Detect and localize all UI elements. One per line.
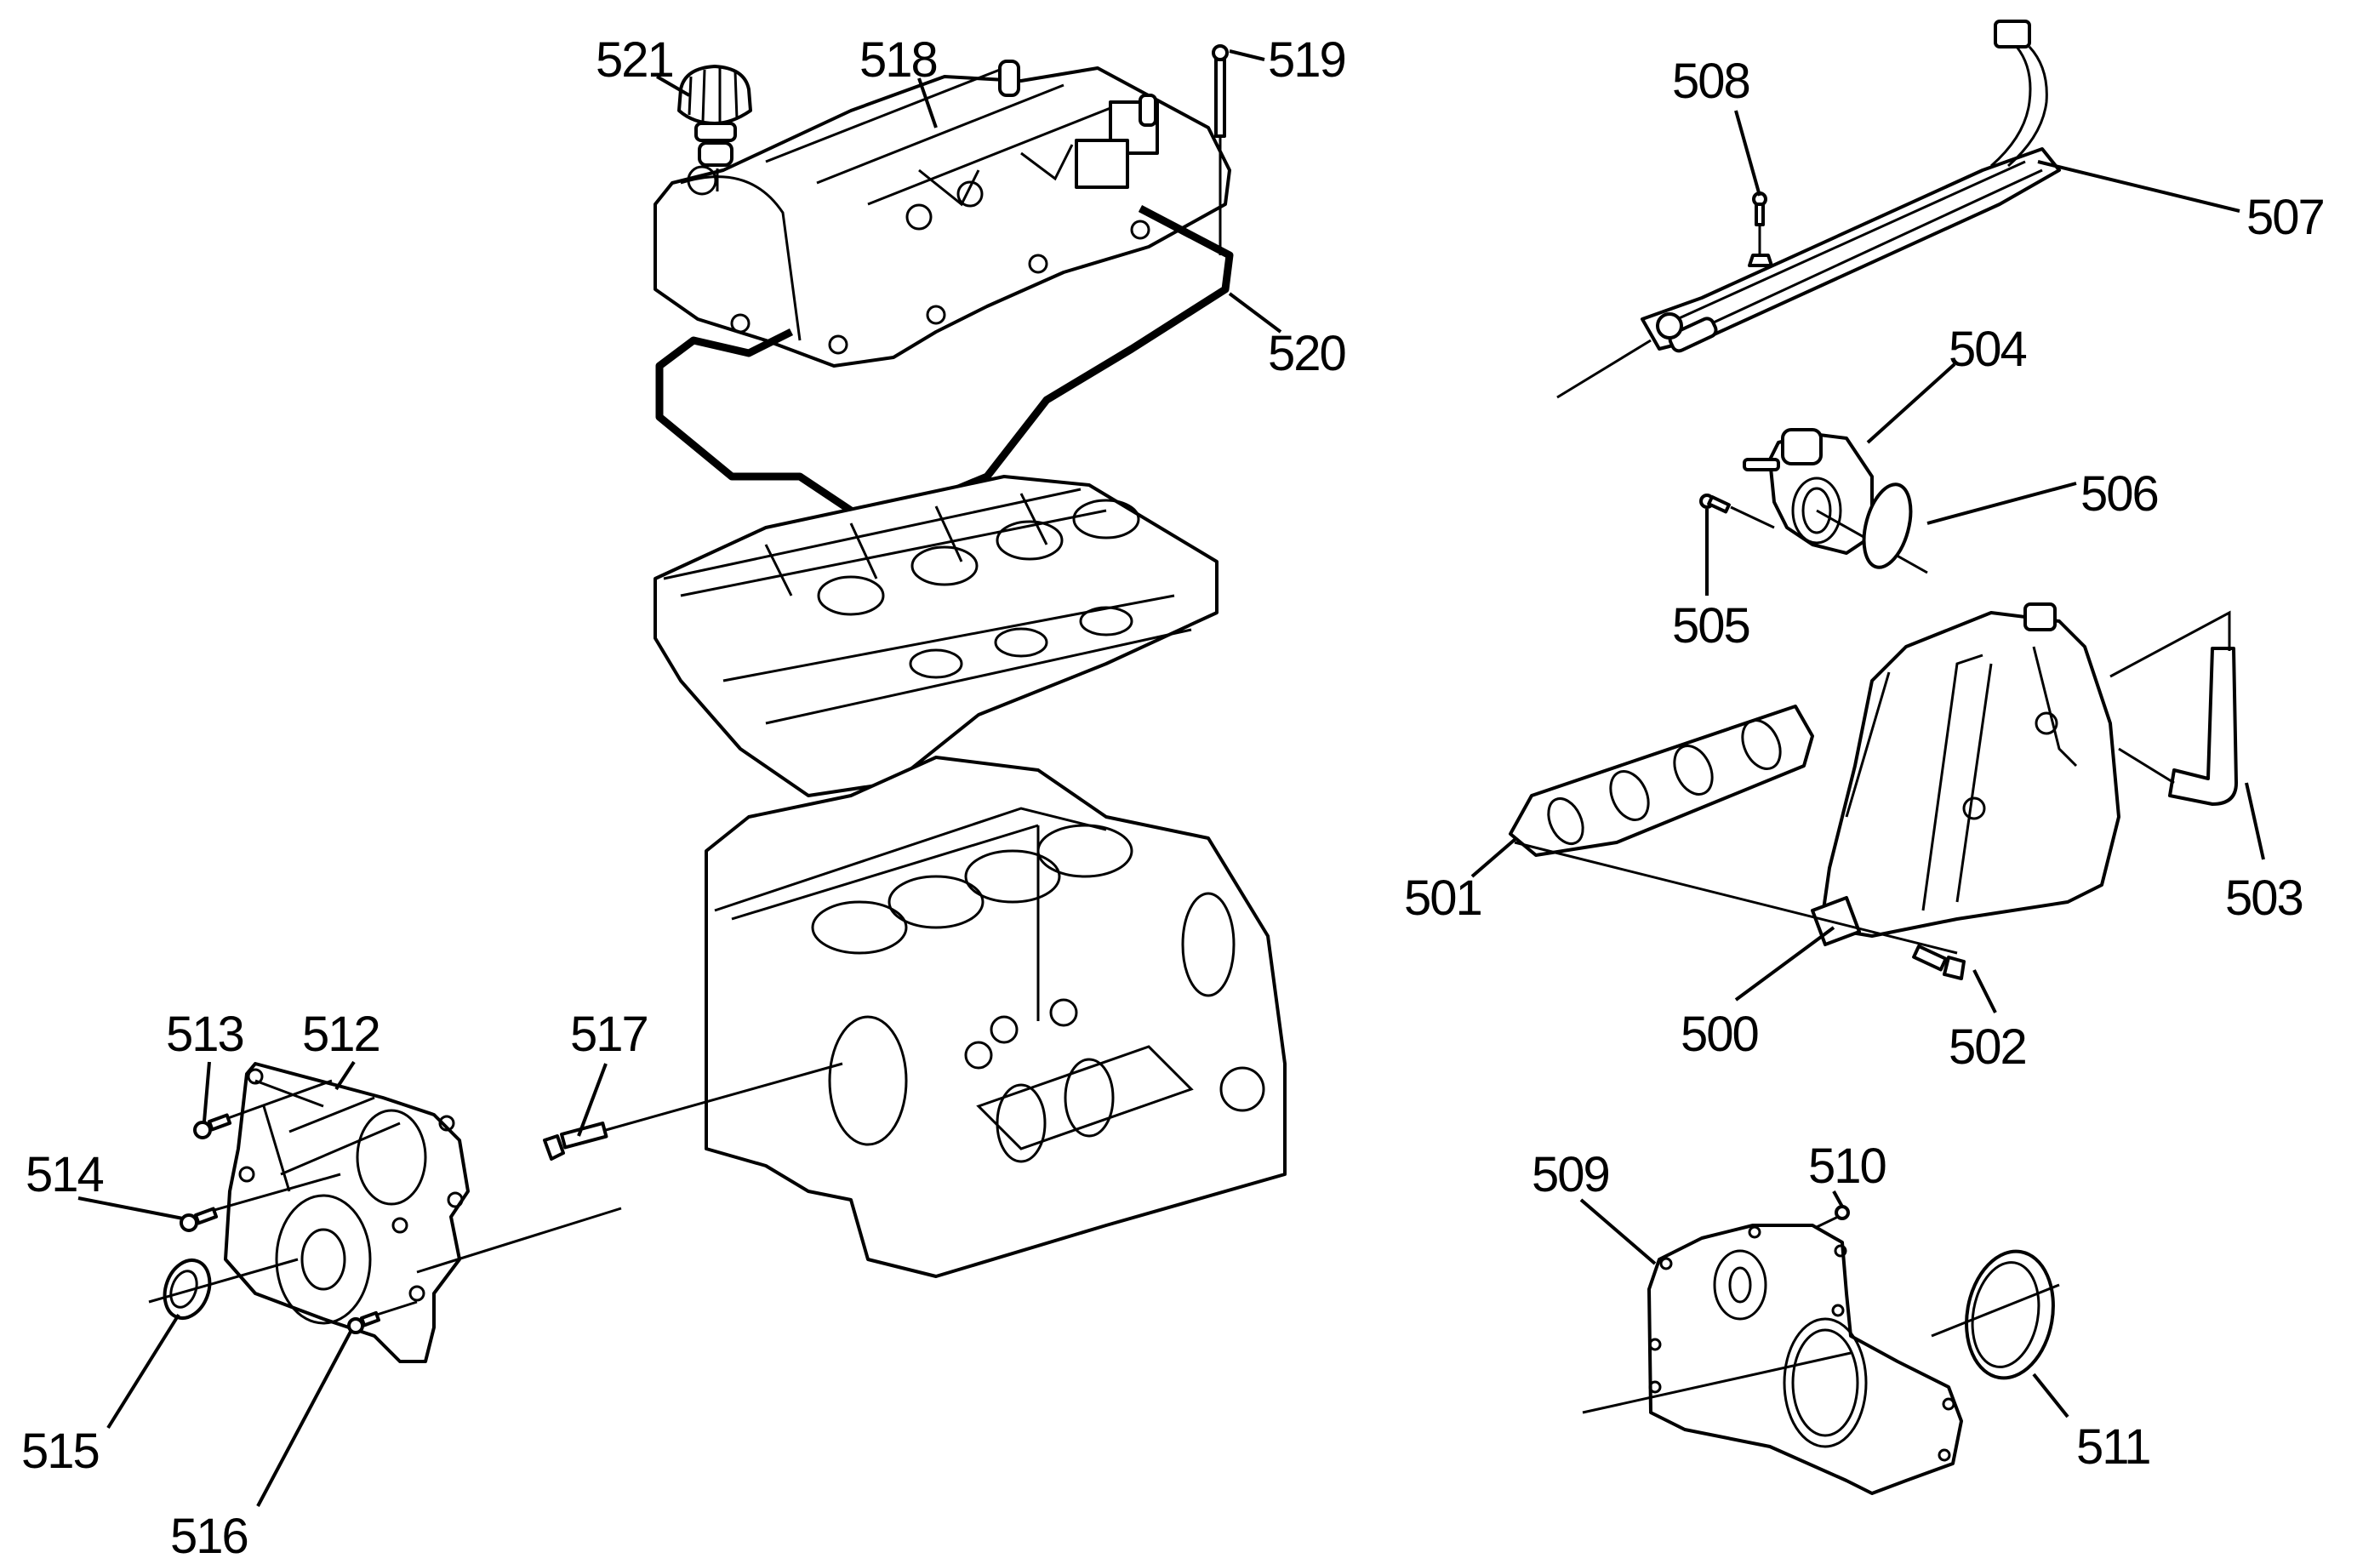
oil-fill-cap[interactable] (677, 65, 752, 191)
engine-block (705, 756, 1287, 1278)
front-cover-bolt-upper[interactable] (193, 1079, 333, 1139)
callout-514: 514 (26, 1147, 104, 1202)
rear-cover[interactable] (1582, 1224, 1963, 1495)
intake-manifold[interactable] (1811, 602, 2120, 946)
callout-508: 508 (1672, 54, 1749, 109)
callout-506: 506 (2080, 466, 2158, 522)
callout-512: 512 (302, 1007, 380, 1062)
callout-516: 516 (170, 1509, 248, 1564)
rear-crankshaft-seal[interactable] (1931, 1244, 2063, 1384)
callout-520: 520 (1268, 326, 1345, 381)
vent-hose[interactable] (2109, 610, 2238, 806)
callout-509: 509 (1532, 1147, 1609, 1202)
callout-507: 507 (2246, 190, 2324, 245)
throttle-body[interactable] (1743, 428, 1928, 574)
intake-manifold-gasket[interactable] (1509, 705, 1958, 955)
camshaft-cover[interactable] (654, 60, 1231, 368)
throttle-body-bolt[interactable] (1699, 494, 1775, 529)
cylinder-head (654, 475, 1219, 797)
callout-500: 500 (1681, 1007, 1758, 1062)
callout-501: 501 (1404, 870, 1481, 926)
throttle-body-seal[interactable] (1856, 479, 1919, 573)
callout-521: 521 (596, 32, 673, 88)
callout-518: 518 (859, 32, 937, 88)
rear-cover-bolt[interactable] (1816, 1205, 1850, 1229)
block-bolt[interactable] (543, 1062, 843, 1161)
callout-labels: 521 518 519 520 508 507 504 506 505 501 … (21, 32, 2326, 1564)
callout-502: 502 (1949, 1019, 2026, 1075)
fuel-rail-bolt[interactable] (1748, 191, 1773, 267)
callout-510: 510 (1808, 1139, 1886, 1194)
callout-515: 515 (21, 1424, 99, 1479)
callout-503: 503 (2225, 870, 2303, 926)
intake-manifold-bolt[interactable] (1912, 945, 1966, 980)
callout-511: 511 (2076, 1419, 2149, 1475)
front-cover-bolt-lower[interactable] (347, 1300, 418, 1334)
front-cover-bolt-middle[interactable] (180, 1173, 341, 1232)
fuel-rail[interactable] (1556, 20, 2061, 399)
front-cover[interactable] (224, 1062, 622, 1363)
callout-504: 504 (1949, 322, 2027, 377)
callout-519: 519 (1268, 32, 1345, 88)
camshaft-cover-bolt[interactable] (1212, 44, 1229, 255)
callout-513: 513 (166, 1007, 243, 1062)
callout-517: 517 (570, 1007, 648, 1062)
callout-505: 505 (1672, 598, 1749, 654)
leader-lines (77, 49, 2265, 1507)
